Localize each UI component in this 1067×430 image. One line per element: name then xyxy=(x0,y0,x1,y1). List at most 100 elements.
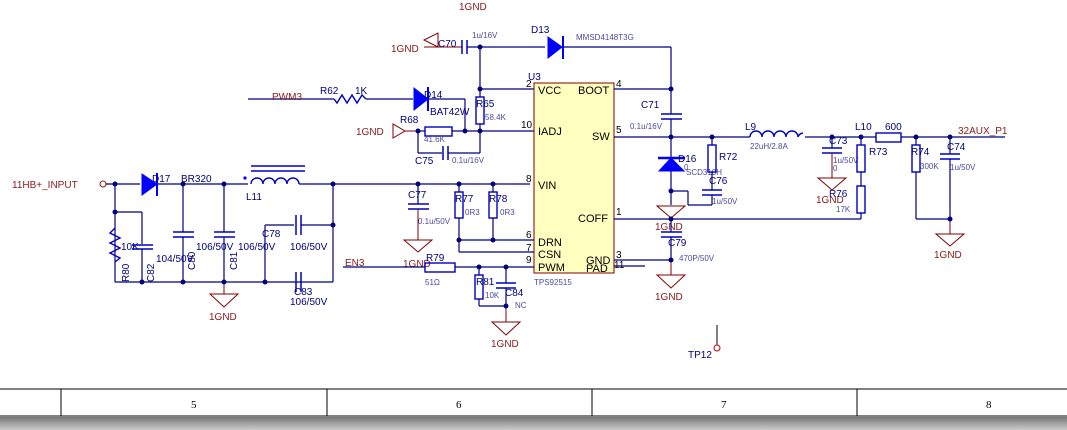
ground-icon xyxy=(392,123,406,139)
value-r68: 41.6K xyxy=(424,135,446,144)
resistor-r62-icon xyxy=(333,93,367,105)
ref-c84: C84 xyxy=(505,288,524,299)
value-r80: 10K xyxy=(121,242,139,253)
value-c84: NC xyxy=(515,301,527,310)
ref-r77: R77 xyxy=(455,194,474,205)
ref-r81: R81 xyxy=(476,277,495,288)
ref-c70: C70 xyxy=(438,39,457,50)
value-l10: 600 xyxy=(885,122,902,133)
ground-label-c77: 1GND xyxy=(403,259,431,270)
value-c80: 106/50V xyxy=(196,242,234,253)
pin-name-sw: SW xyxy=(592,131,610,143)
ref-c81: C81 xyxy=(229,251,240,270)
ground-icon xyxy=(490,321,522,336)
ref-d17: D17 xyxy=(152,174,171,185)
ground-icon xyxy=(655,205,687,219)
value-d17: BR320 xyxy=(181,174,212,185)
ref-r73: R73 xyxy=(869,147,888,158)
ground-icon xyxy=(934,233,966,247)
zone-label: 5 xyxy=(191,399,197,411)
value-d14: BAT42W xyxy=(430,107,470,118)
ref-l10: L10 xyxy=(855,122,872,133)
ref-r68: R68 xyxy=(400,115,419,126)
value-c76: 1u/50V xyxy=(712,197,738,206)
value-r78: 0R3 xyxy=(500,208,515,217)
capacitor-c76-icon xyxy=(702,189,722,196)
pin-name-iadj: IADJ xyxy=(538,126,562,138)
ground-label-top: 1GND xyxy=(459,2,487,13)
window-bottom-shade xyxy=(0,417,1067,430)
ref-c75: C75 xyxy=(415,156,434,167)
junctions xyxy=(112,181,336,285)
value-r76: 17K xyxy=(836,205,851,214)
zone-label: 6 xyxy=(456,399,462,411)
pin-name-drn: DRN xyxy=(538,237,562,249)
value-r77: 0R3 xyxy=(465,208,480,217)
ref-r80: R80 xyxy=(121,263,132,282)
ref-r65: R65 xyxy=(476,99,495,110)
junctions xyxy=(415,44,483,134)
diode-d13-icon xyxy=(547,36,564,60)
junctions xyxy=(415,181,509,309)
ref-c73: C73 xyxy=(829,136,848,147)
pin-num: 5 xyxy=(616,125,622,136)
ground-label-c70: 1GND xyxy=(391,44,419,55)
value-c77: 0.1u/50V xyxy=(418,217,451,226)
pin-num: 1 xyxy=(616,207,622,218)
pin-name-pwm: PWM xyxy=(538,262,565,274)
pin-num: 8 xyxy=(526,174,532,185)
capacitor-c80-icon xyxy=(173,231,194,238)
value-c70: 1u/16V xyxy=(472,31,498,40)
pin-name-gnd: GND xyxy=(586,255,611,267)
capacitor-c71-icon xyxy=(661,113,682,120)
ref-d16: D16 xyxy=(678,154,697,165)
ref-l9: L9 xyxy=(745,122,757,133)
ground-icon xyxy=(655,274,687,289)
ref-tp12: TP12 xyxy=(688,350,712,361)
inductor-l11-icon xyxy=(243,165,305,185)
ref-r76: R76 xyxy=(829,189,848,200)
net-label-enable: EN3 xyxy=(345,258,365,269)
zone-label: 7 xyxy=(721,399,727,411)
ic-part: TPS92515 xyxy=(534,278,572,287)
pin-name-csn: CSN xyxy=(538,249,561,261)
value-r81: 10K xyxy=(485,291,500,300)
value-c71: 0.1u/16V xyxy=(630,122,663,131)
value-r74: 300K xyxy=(920,162,939,171)
junctions xyxy=(668,86,953,263)
ground-icon xyxy=(402,239,434,253)
capacitor-c77-icon xyxy=(408,203,429,210)
ref-d14: D14 xyxy=(424,90,443,101)
capacitor-c75-icon xyxy=(442,146,449,160)
ic-ref: U3 xyxy=(528,72,541,83)
pin-num: 4 xyxy=(616,79,622,90)
ref-r78: R78 xyxy=(489,194,508,205)
ref-c76: C76 xyxy=(709,176,728,187)
ref-c71: C71 xyxy=(641,100,660,111)
pin-num: 3 xyxy=(616,250,622,261)
ground-label-d16: 1GND xyxy=(655,222,683,233)
value-c75: 0.1u/16V xyxy=(452,156,485,165)
value-d16: SCD310H xyxy=(686,168,722,177)
capacitor-c74-icon xyxy=(940,153,960,160)
ground-label-r68: 1GND xyxy=(356,127,384,138)
pin-num: 9 xyxy=(526,255,532,266)
capacitor-c70-icon xyxy=(461,40,468,54)
pin-num: 2 xyxy=(526,79,532,90)
extra-c73: 0 xyxy=(833,164,838,173)
capacitor-c73-icon xyxy=(822,147,842,154)
ref-c80: C80 xyxy=(187,251,198,270)
capacitor-c81-icon xyxy=(214,231,235,238)
value-c83: 106/50V xyxy=(290,297,328,308)
value-c79: 470P/50V xyxy=(679,254,715,263)
ground-label-c84: 1GND xyxy=(491,339,519,350)
extra-d16: 0 xyxy=(684,163,689,172)
ref-d13: D13 xyxy=(531,25,550,36)
ref-c78: C78 xyxy=(262,229,281,240)
ground-label-c74: 1GND xyxy=(934,250,962,261)
pin-num: 6 xyxy=(526,230,532,241)
value-l9: 22uH/2.8A xyxy=(750,142,788,151)
ref-c77: C77 xyxy=(408,190,427,201)
ref-c83: C83 xyxy=(294,287,313,298)
ground-label-c73: 1GND xyxy=(816,195,844,206)
